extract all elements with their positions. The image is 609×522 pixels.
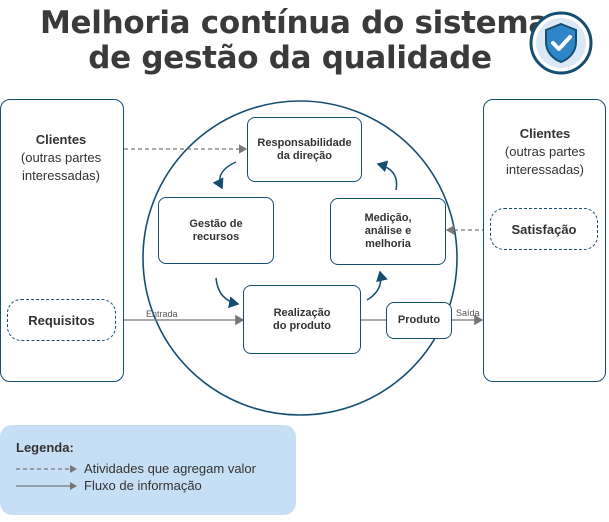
legend-title: Legenda: [16, 440, 74, 455]
title-line-2: de gestão da qualidade [88, 40, 492, 76]
title-line-1: Melhoria contínua do sistema [40, 5, 550, 41]
medicao-analise-melhoria-box: Medição, análise e melhoria [330, 198, 446, 265]
left-clients-subtitle: (outras partes interessadas) [20, 150, 102, 183]
cycle-arrow-bottom-right [366, 270, 388, 301]
right-clients-subtitle: (outras partes interessadas) [504, 144, 586, 177]
requisitos-box: Requisitos [7, 299, 116, 341]
right-clients-text: Clientes (outras partes interessadas) [491, 125, 599, 179]
gestao-recursos-box: Gestão de recursos [158, 197, 274, 264]
page-title: Melhoria contínua do sistema de gestão d… [40, 5, 550, 76]
cycle-arrow-right-top [376, 160, 398, 191]
legend-dashed-line [16, 465, 77, 473]
realizacao-produto-box: Realização do produto [243, 285, 361, 354]
cycle-arrow-left-bottom [215, 277, 240, 309]
produto-box: Produto [386, 302, 452, 339]
left-clients-title: Clientes [35, 132, 87, 147]
entrada-label: Entrada [146, 309, 178, 319]
left-clients-text: Clientes (outras partes interessadas) [8, 131, 114, 185]
cycle-arrow-top-left [212, 161, 237, 190]
responsabilidade-direcao-box: Responsabilidade da direção [247, 117, 362, 182]
quality-cycle-circle [142, 100, 458, 416]
shield-check-icon [529, 11, 593, 75]
legend-solid-label: Fluxo de informação [84, 478, 202, 493]
legend-panel: Legenda: Atividades que agregam valor Fl… [0, 425, 296, 515]
right-clients-title: Clientes [519, 126, 571, 141]
legend-solid-line [16, 482, 77, 490]
saida-label: Saída [456, 308, 480, 318]
legend-dashed-label: Atividades que agregam valor [84, 461, 256, 476]
satisfacao-box: Satisfação [490, 208, 598, 250]
